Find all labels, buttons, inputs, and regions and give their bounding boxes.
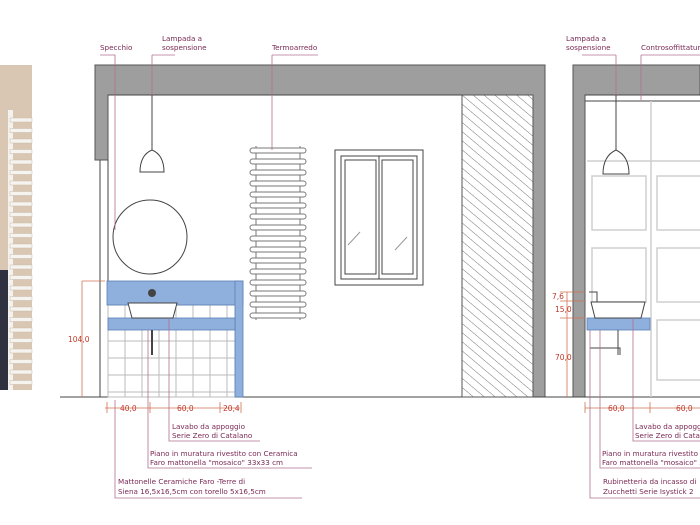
- photo-radiator-bar: [9, 233, 33, 238]
- photo-radiator-bar: [9, 275, 33, 280]
- pendant-lamp-right: [602, 149, 630, 175]
- photo-radiator-bar: [9, 306, 33, 312]
- label-counter-2: Faro mattonella "mosaico" 33x33 cm: [150, 458, 283, 467]
- radiator-bar: [249, 268, 307, 275]
- label-basin-1: Lavabo da appoggio: [172, 422, 245, 431]
- radiator-bar: [249, 235, 307, 242]
- label-lamp-1: Lampada a: [162, 34, 202, 43]
- photo-radiator-bar: [9, 117, 33, 123]
- label-counter-right-1: Piano in muratura rivestito con Ceramica: [602, 449, 700, 458]
- label-counter-right-2: Faro mattonella "mosaico" 33x33 cm: [602, 458, 700, 467]
- photo-radiator-bar: [9, 338, 33, 343]
- label-basin-right-2: Serie Zero di Catalano: [635, 431, 700, 440]
- photo-radiator-bar: [9, 285, 33, 291]
- tiled-vanity: [106, 280, 244, 398]
- photo-radiator-bar: [9, 201, 33, 207]
- radiator-bar: [249, 301, 307, 308]
- photo-radiator-bar: [9, 128, 33, 133]
- basin: [127, 302, 178, 319]
- dim-width-2: 60,0: [177, 404, 194, 413]
- label-basin-2: Serie Zero di Catalano: [172, 431, 252, 440]
- left-elevation: Specchio Lampada a sospensione Termoarre…: [60, 34, 552, 499]
- label-counter-1: Piano in muratura rivestito con Ceramica: [150, 449, 298, 458]
- photo-radiator-bar: [9, 348, 33, 354]
- photo-radiator-bar: [9, 243, 33, 249]
- dim-width-right-2: 60,0: [676, 404, 693, 413]
- towel-radiator: [249, 146, 307, 320]
- photo-radiator-bar: [9, 296, 33, 301]
- pendant-lamp: [139, 149, 165, 173]
- wall-section-right: [572, 64, 700, 398]
- dim-width-3: 20,4: [223, 404, 240, 413]
- label-lamp-right-1: Lampada a: [566, 34, 606, 43]
- radiator-bar: [249, 224, 307, 231]
- tap: [148, 289, 156, 297]
- radiator-bar: [249, 147, 307, 154]
- label-basin-right-1: Lavabo da appoggio: [635, 422, 700, 431]
- label-taps-2: Zucchetti Serie Isystick 2: [603, 487, 694, 496]
- label-lamp-right-2: sospensione: [566, 43, 611, 52]
- photo-radiator-bar: [9, 327, 33, 333]
- photo-radiator-bar: [9, 264, 33, 270]
- label-lamp-2: sospensione: [162, 43, 207, 52]
- label-radiator: Termoarredo: [271, 43, 317, 52]
- radiator-bar: [249, 246, 307, 253]
- wall-panels: [587, 101, 700, 397]
- radiator-bar: [249, 191, 307, 198]
- label-tiles-2: Siena 16,5x16,5cm con torello 5x16,5cm: [118, 487, 266, 496]
- photo-radiator-bar: [9, 254, 33, 259]
- radiator-bar: [249, 312, 307, 319]
- dim-basin-height: 15,0: [555, 305, 572, 314]
- photo-radiator-bar: [9, 359, 33, 364]
- dim-height: 104,0: [68, 335, 90, 344]
- right-elevation: Lampada a sospensione Controsoffittatura…: [545, 34, 700, 499]
- photo-radiator-bar: [9, 159, 33, 165]
- radiator-bar: [249, 180, 307, 187]
- radiator-bar: [249, 257, 307, 264]
- photo-radiator-bar: [9, 138, 33, 144]
- dim-width-right-1: 60,0: [608, 404, 625, 413]
- photo-radiator-bar: [9, 149, 33, 154]
- radiator-bar: [249, 202, 307, 209]
- photo-radiator-bar: [9, 170, 33, 175]
- photo-radiator-bar: [9, 369, 33, 375]
- mirror: [112, 199, 188, 275]
- hatched-wall: [461, 94, 534, 398]
- basin-right: [590, 301, 646, 319]
- radiator-bar: [249, 213, 307, 220]
- label-tiles-1: Mattonelle Ceramiche Faro -Terre di: [118, 477, 245, 486]
- label-mirror: Specchio: [100, 43, 132, 52]
- radiator-bar: [249, 158, 307, 165]
- radiator-bar: [249, 279, 307, 286]
- label-taps-1: Rubinetteria da incasso di: [603, 477, 696, 486]
- photo-radiator-bar: [9, 317, 33, 322]
- window: [334, 149, 424, 286]
- radiator-bar: [249, 169, 307, 176]
- dim-tap-height: 7,6: [552, 292, 564, 301]
- label-ceiling: Controsoffittatura: [641, 43, 700, 52]
- reference-photo: [0, 65, 33, 390]
- radiator-bar: [249, 290, 307, 297]
- photo-radiator-bar: [9, 222, 33, 228]
- photo-radiator-bar: [9, 180, 33, 186]
- photo-radiator-bar: [9, 191, 33, 196]
- dim-width-1: 40,0: [120, 404, 137, 413]
- photo-radiator-bar: [9, 380, 33, 385]
- dim-counter-height: 70,0: [555, 353, 572, 362]
- photo-radiator-bar: [9, 212, 33, 217]
